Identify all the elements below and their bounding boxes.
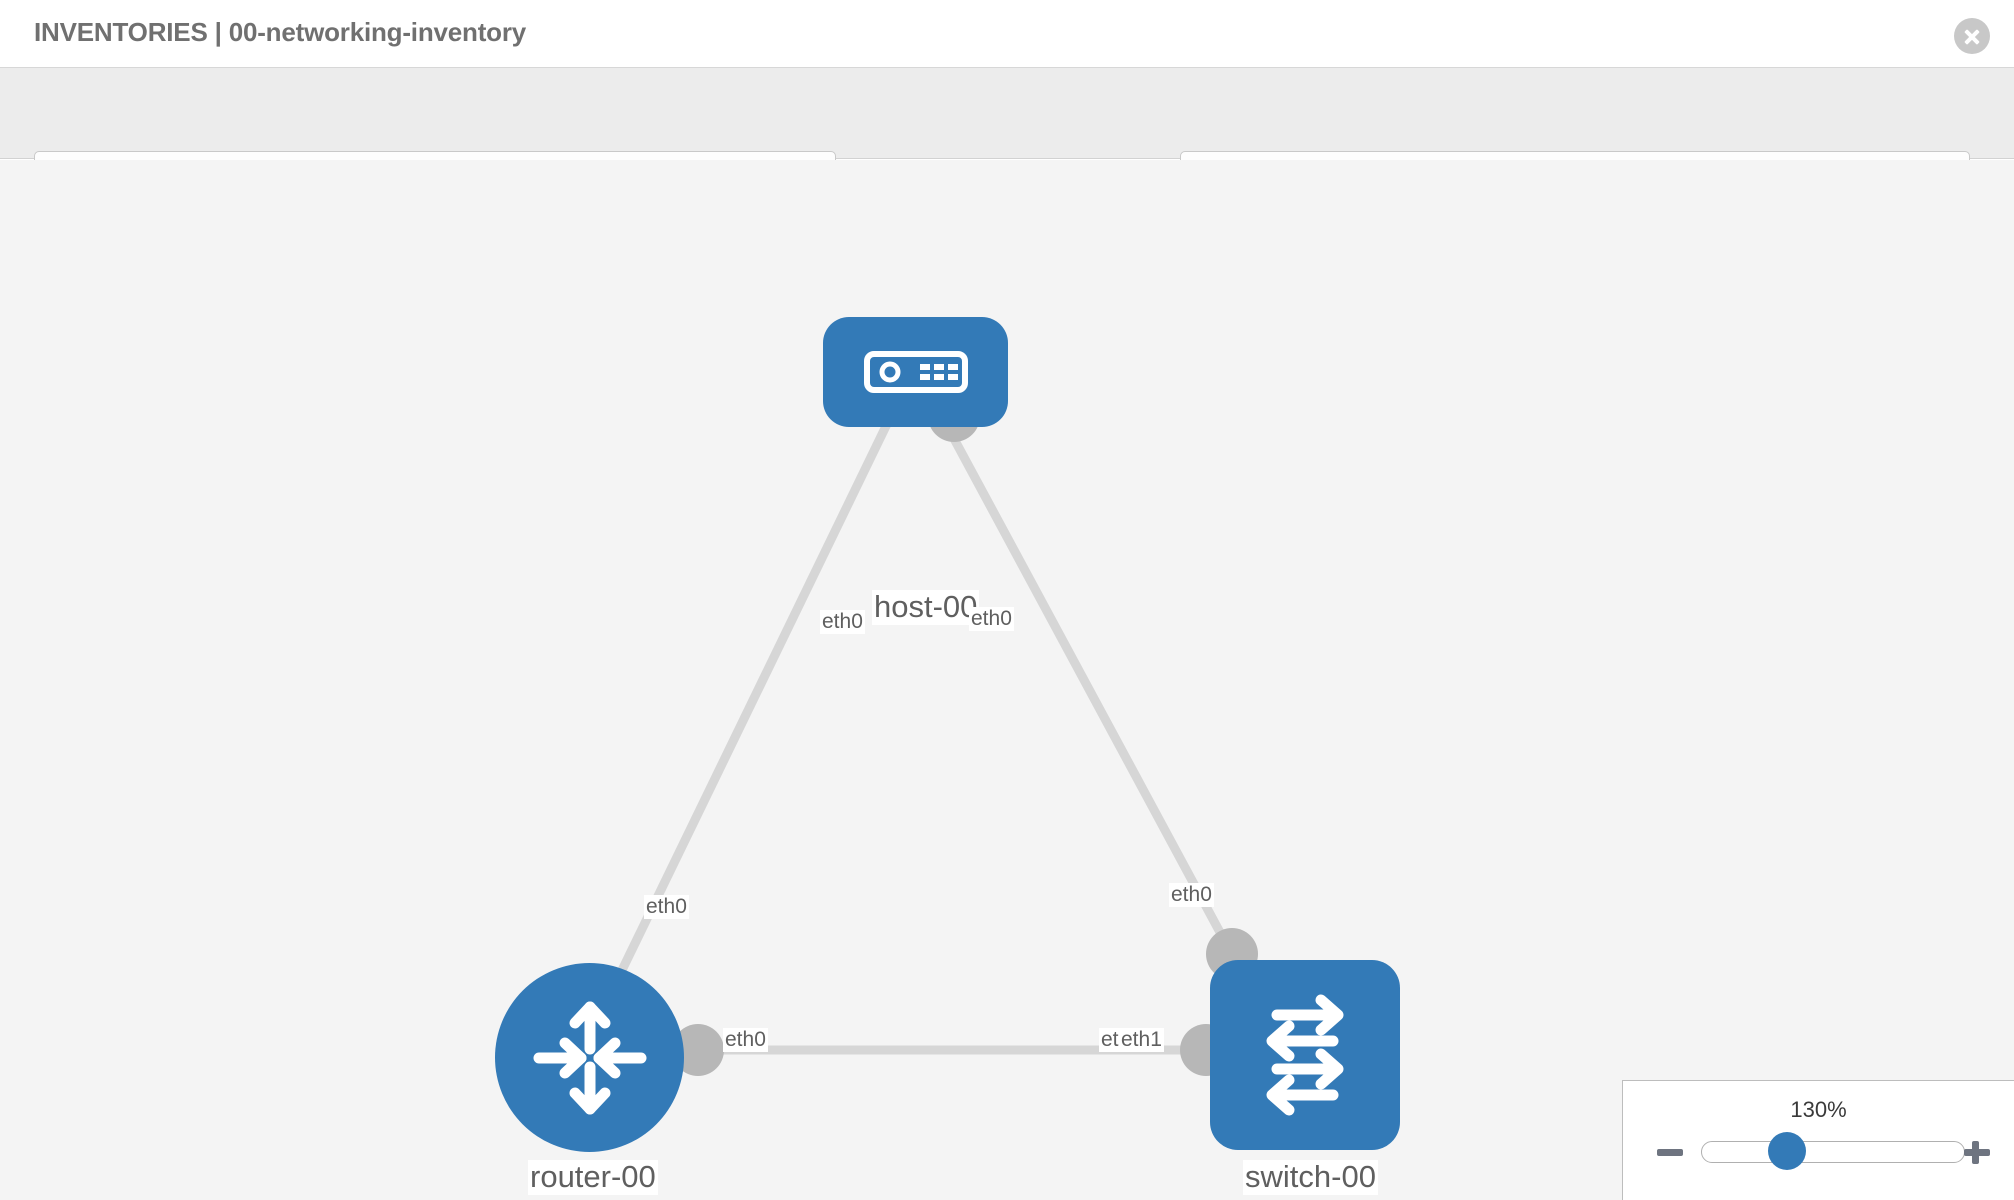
iface-label-switch-left: eth1 <box>1119 1028 1164 1053</box>
node-router-00[interactable] <box>495 963 684 1152</box>
switch-arrows-icon <box>1266 994 1344 1116</box>
minus-icon[interactable] <box>1655 1137 1685 1167</box>
plus-icon[interactable] <box>1962 1137 1992 1167</box>
server-icon <box>863 351 968 393</box>
iface-label-switch-up: eth0 <box>1169 883 1214 908</box>
zoom-slider-thumb[interactable] <box>1768 1132 1806 1170</box>
zoom-control-panel: 130% <box>1622 1080 2014 1200</box>
page-header: INVENTORIES | 00-networking-inventory <box>0 0 2014 68</box>
node-label-switch-00: switch-00 <box>1243 1159 1378 1195</box>
iface-label-host-left: eth0 <box>820 610 865 635</box>
node-switch-00[interactable] <box>1210 960 1400 1150</box>
zoom-level-label: 130% <box>1790 1097 1847 1122</box>
zoom-slider-track[interactable] <box>1701 1141 1965 1163</box>
page-title: INVENTORIES | 00-networking-inventory <box>34 17 527 47</box>
node-label-host-00: host-00 <box>872 589 980 625</box>
router-arrows-icon <box>533 1001 646 1114</box>
node-label-router-00: router-00 <box>528 1159 658 1195</box>
iface-label-host-right: eth0 <box>969 607 1014 632</box>
node-host-00[interactable] <box>823 317 1008 427</box>
iface-label-router-right: eth0 <box>723 1028 768 1053</box>
topology-links <box>587 419 1254 1055</box>
iface-label-router-up: eth0 <box>644 895 689 920</box>
toolbar: ACTIONS SEARCH <box>0 68 2014 204</box>
link-host-router <box>587 420 893 1034</box>
topology-canvas[interactable]: host-00 router-00 switch-00 eth0 eth0 et… <box>0 160 2014 1200</box>
close-icon[interactable] <box>1954 18 1990 54</box>
